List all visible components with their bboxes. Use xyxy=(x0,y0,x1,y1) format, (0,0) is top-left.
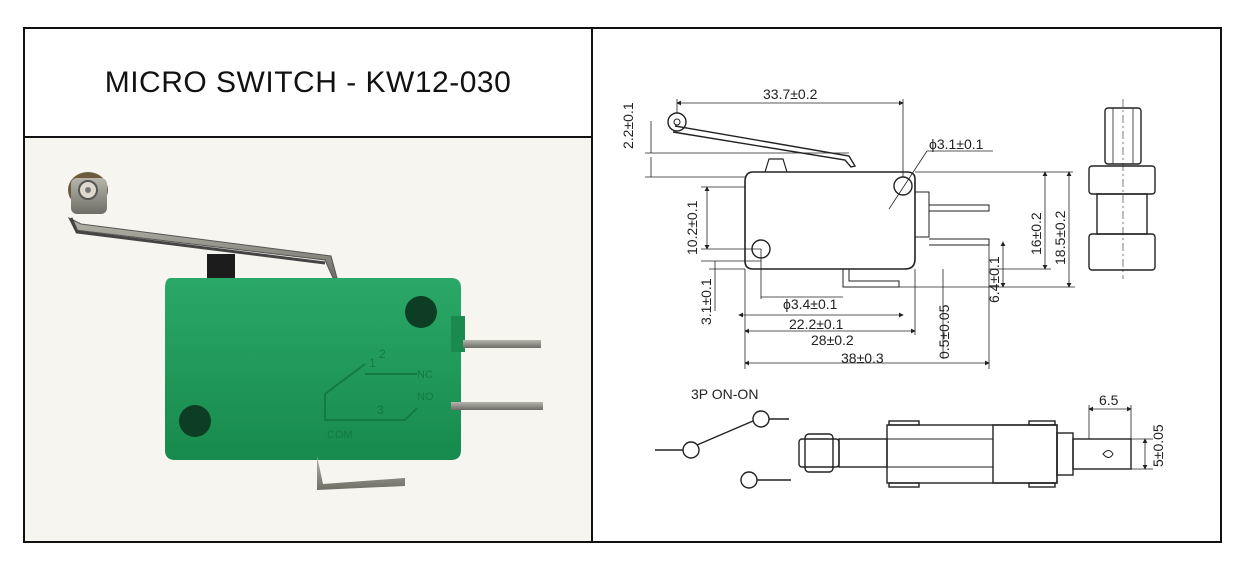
product-photo: 1 2 NC 3 NO COM xyxy=(25,138,591,541)
dim-tab-5: 5±0.05 xyxy=(1150,424,1166,467)
terminal-no xyxy=(451,402,543,410)
dim-height-10-2: 10.2±0.1 xyxy=(684,200,700,255)
dim-hole-top: ϕ3.1±0.1 xyxy=(929,136,984,152)
vertical-divider xyxy=(591,27,593,543)
terminal-label-3: 3 xyxy=(377,403,384,417)
switch-schematic: 3P ON-ON xyxy=(655,386,791,489)
dim-length-38: 38±0.3 xyxy=(841,350,884,366)
terminal-label-2: 2 xyxy=(379,347,386,361)
dim-overall-lever: 33.7±0.2 xyxy=(763,86,818,102)
bottom-dimensions xyxy=(1088,405,1153,470)
dim-height-6-4: 6.4±0.1 xyxy=(986,256,1002,303)
dim-height-18-5: 18.5±0.2 xyxy=(1052,210,1068,265)
dim-tab-6-5: 6.5 xyxy=(1099,392,1119,408)
outer-frame xyxy=(23,27,1222,543)
page-title: MICRO SWITCH - KW12-030 xyxy=(104,65,512,99)
terminal-label-1: 1 xyxy=(369,356,376,370)
dim-height-3-1: 3.1±0.1 xyxy=(698,278,714,325)
plunger xyxy=(207,254,235,278)
dim-tol-0-5: 0.5±0.05 xyxy=(936,304,952,359)
mounting-hole-bottom xyxy=(179,405,211,437)
terminal-label-com: COM xyxy=(327,429,353,441)
switch-body xyxy=(165,278,461,460)
switch-illustration: 1 2 NC 3 NO COM xyxy=(67,172,543,490)
schematic-label: 3P ON-ON xyxy=(691,386,758,402)
dimension-lines xyxy=(645,99,1075,369)
technical-drawing: 33.7±0.2 2.2±0.1 ϕ3.1±0.1 10.2±0.1 16±0.… xyxy=(593,29,1220,541)
dim-length-22-2: 22.2±0.1 xyxy=(789,316,844,332)
dim-lever-offset: 2.2±0.1 xyxy=(620,102,636,149)
terminal-label-no: NO xyxy=(417,391,434,403)
embossed-markings xyxy=(324,363,418,421)
end-view xyxy=(1088,99,1156,279)
dim-length-28: 28±0.2 xyxy=(811,332,854,348)
dim-height-16: 16±0.2 xyxy=(1028,212,1044,255)
roller xyxy=(68,172,108,214)
terminal-label-nc: NC xyxy=(417,369,433,381)
terminal-com xyxy=(317,456,405,490)
mounting-hole-top xyxy=(405,296,437,328)
dim-hole-bottom: ϕ3.4±0.1 xyxy=(783,296,838,312)
terminal-nc xyxy=(463,340,541,348)
dimension-drawing: 33.7±0.2 2.2±0.1 ϕ3.1±0.1 10.2±0.1 16±0.… xyxy=(620,86,1166,489)
horizontal-divider xyxy=(23,136,593,138)
bottom-view xyxy=(798,420,1132,488)
